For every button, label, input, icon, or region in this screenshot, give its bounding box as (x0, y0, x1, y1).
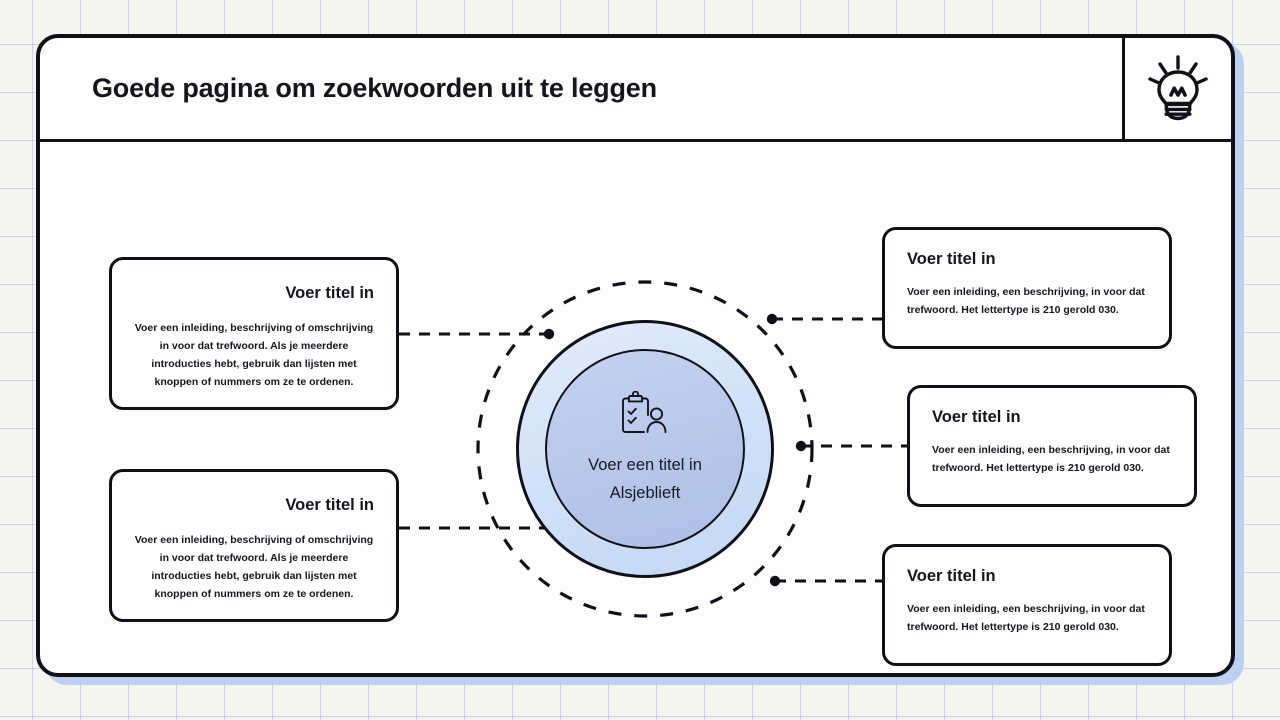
diagram-canvas: Voer een titel in Alsjeblieft Voer titel… (40, 142, 1231, 673)
connector-dot-right-2 (795, 440, 807, 452)
info-card-left-1[interactable]: Voer titel in Voer een inleiding, beschr… (109, 257, 399, 410)
card-title: Voer titel in (907, 567, 996, 585)
page-title: Goede pagina om zoekwoorden uit te legge… (92, 73, 657, 103)
lightbulb-icon (1147, 54, 1209, 124)
hub-label: Voer een titel in Alsjeblieft (588, 455, 702, 502)
header-title-cell: Goede pagina om zoekwoorden uit te legge… (40, 38, 1122, 139)
card-body: Voer een inleiding, een beschrijving, in… (907, 603, 1145, 634)
center-hub[interactable]: Voer een titel in Alsjeblieft (516, 320, 774, 578)
card-body: Voer een inleiding, een beschrijving, in… (932, 444, 1170, 475)
info-card-right-3[interactable]: Voer titel in Voer een inleiding, een be… (882, 544, 1172, 666)
slide-frame: Goede pagina om zoekwoorden uit te legge… (36, 34, 1235, 677)
card-title: Voer titel in (907, 250, 996, 268)
hub-inner-circle: Voer een titel in Alsjeblieft (545, 349, 745, 549)
card-title: Voer titel in (285, 284, 374, 302)
info-card-right-2[interactable]: Voer titel in Voer een inleiding, een be… (907, 385, 1197, 507)
card-body: Voer een inleiding, een beschrijving, in… (907, 286, 1145, 317)
card-title: Voer titel in (932, 408, 1021, 426)
card-body: Voer een inleiding, beschrijving of omsc… (134, 322, 374, 389)
card-body: Voer een inleiding, beschrijving of omsc… (134, 534, 374, 601)
info-card-left-2[interactable]: Voer titel in Voer een inleiding, beschr… (109, 469, 399, 622)
clipboard-check-person-icon (617, 390, 673, 441)
slide-header: Goede pagina om zoekwoorden uit te legge… (40, 38, 1231, 142)
info-card-right-1[interactable]: Voer titel in Voer een inleiding, een be… (882, 227, 1172, 349)
card-title: Voer titel in (285, 496, 374, 514)
header-icon-cell (1122, 38, 1231, 139)
